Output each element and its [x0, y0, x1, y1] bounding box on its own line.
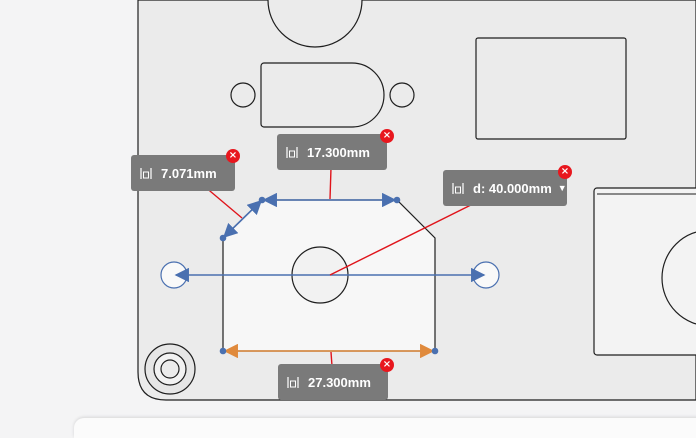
right-boss-hole[interactable]	[661, 230, 696, 326]
diameter-dimension-value[interactable]: d: 40.000mm	[473, 180, 552, 196]
chamfer-dimension-label[interactable]: 7.071mm	[131, 155, 235, 191]
top-circle-feature[interactable]	[267, 0, 363, 48]
bottom-width-dimension-label[interactable]: 27.300mm	[278, 364, 388, 400]
close-chamfer-label-button[interactable]: ×	[226, 149, 240, 163]
leader-line	[203, 185, 243, 219]
chevron-down-icon[interactable]: ▼	[557, 183, 567, 193]
close-bottom-width-label-button[interactable]: ×	[380, 358, 394, 372]
sketch-canvas[interactable]	[0, 0, 696, 427]
rect-cutout[interactable]	[475, 37, 627, 140]
leader-line	[330, 351, 333, 367]
dimension-icon	[286, 375, 300, 389]
dimension-icon	[285, 145, 299, 159]
top-width-dimension-value[interactable]: 17.300mm	[307, 144, 370, 160]
vertex-point[interactable]	[258, 196, 266, 204]
top-width-dimension-label[interactable]: 17.300mm	[277, 134, 387, 170]
close-top-width-label-button[interactable]: ×	[380, 129, 394, 143]
bottom-width-dimension-value[interactable]: 27.300mm	[308, 374, 371, 390]
bottom-panel	[74, 418, 696, 438]
diameter-dimension-label[interactable]: d: 40.000mm ▼	[443, 170, 567, 206]
chamfer-dimension-line[interactable]	[222, 199, 263, 239]
vertex-point[interactable]	[219, 234, 227, 242]
dimension-icon	[451, 181, 465, 195]
vertex-point[interactable]	[393, 196, 401, 204]
close-diameter-label-button[interactable]: ×	[558, 165, 572, 179]
dimension-icon	[139, 166, 153, 180]
leader-line	[329, 167, 332, 200]
leader-line	[329, 193, 494, 276]
slot-feature[interactable]	[260, 62, 385, 128]
chamfer-dimension-value[interactable]: 7.071mm	[161, 165, 217, 181]
slot-right-hole[interactable]	[389, 82, 415, 108]
slot-left-hole[interactable]	[230, 82, 256, 108]
right-boss[interactable]	[593, 187, 696, 356]
vertex-point[interactable]	[431, 347, 439, 355]
vertex-point[interactable]	[219, 347, 227, 355]
